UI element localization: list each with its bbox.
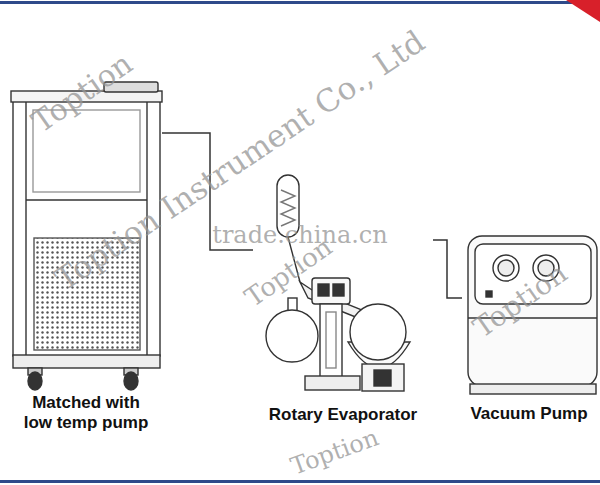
rotary-evaporator-illustration-part bbox=[362, 364, 404, 391]
chiller-illustration-part bbox=[124, 372, 138, 390]
page-frame-part bbox=[566, 0, 600, 22]
rotary-evaporator-unit: Rotary Evaporator bbox=[253, 172, 433, 425]
device-label: Vacuum Pump bbox=[462, 404, 596, 424]
vacuum-pump-illustration-part bbox=[470, 384, 596, 394]
rotary-evaporator-illustration-part bbox=[320, 304, 342, 378]
rotary-evaporator-illustration-part bbox=[326, 312, 336, 368]
rotary-evaporator-illustration-part bbox=[281, 190, 295, 226]
vacuum-pump-illustration-part bbox=[486, 291, 492, 297]
vacuum-pump-illustration-part bbox=[498, 260, 514, 276]
rotary-evaporator-illustration-part bbox=[312, 278, 350, 304]
tube-connector bbox=[433, 240, 462, 298]
page-frame-part bbox=[0, 1, 600, 4]
chiller-illustration-part bbox=[13, 355, 160, 368]
page-frame-part bbox=[0, 480, 600, 483]
rotary-evaporator-illustration-part bbox=[333, 284, 344, 296]
watermark: Toption bbox=[287, 423, 382, 480]
chiller-illustration-part bbox=[28, 372, 42, 390]
rotary-evaporator-illustration-part bbox=[318, 284, 329, 296]
rotary-evaporator-illustration-part bbox=[305, 376, 360, 390]
vacuum-pump-illustration-part bbox=[493, 255, 519, 281]
chiller-illustration-part bbox=[26, 199, 147, 200]
chiller-illustration-part bbox=[25, 102, 26, 355]
rotary-evaporator-illustration-part bbox=[374, 370, 391, 386]
rotary-evaporator-illustration-part bbox=[266, 310, 318, 362]
rotary-evaporator-illustration-part bbox=[350, 304, 406, 360]
device-label: Rotary Evaporator bbox=[253, 405, 433, 425]
device-label: Matched with low temp pump bbox=[20, 393, 152, 433]
